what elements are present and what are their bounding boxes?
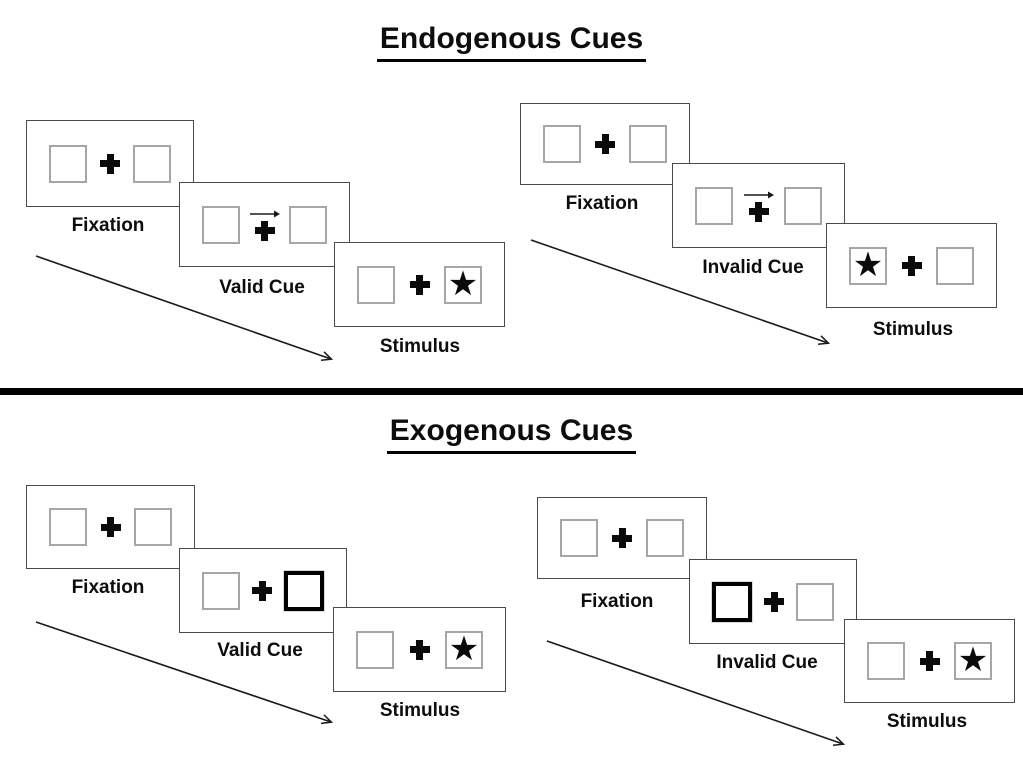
fixation-cross-icon — [254, 220, 275, 241]
right-placeholder-box — [784, 186, 822, 225]
fixation-cross-icon — [595, 134, 615, 154]
fixation-cross-icon — [612, 528, 632, 548]
stimulus-display-card: ★ — [826, 223, 997, 308]
left-placeholder-box — [695, 186, 733, 225]
right-placeholder-box — [936, 246, 974, 285]
stage-label-stimulus: Stimulus — [379, 336, 461, 357]
cue-display-card — [179, 182, 350, 267]
left-placeholder-box — [49, 508, 87, 546]
left-bold-cue-box — [712, 581, 752, 622]
left-placeholder-box — [202, 205, 240, 244]
left-placeholder-box: ★ — [849, 245, 887, 285]
central-cue-stack — [249, 209, 281, 241]
cue-arrow-right-icon — [743, 191, 774, 198]
fixation-display-card — [520, 103, 690, 185]
fixation-cross-icon — [409, 274, 430, 295]
timeline-arrow-icon — [530, 239, 837, 352]
stimulus-display-card: ★ — [333, 607, 506, 692]
right-placeholder-box — [133, 144, 171, 183]
fixation-cross-icon — [100, 517, 121, 537]
section-divider — [0, 388, 1023, 395]
stage-label-fixation: Fixation — [580, 591, 654, 612]
fixation-cross-icon — [919, 651, 940, 671]
section-title-endogenous: Endogenous Cues — [0, 22, 1023, 62]
right-bold-cue-box — [284, 570, 324, 611]
left-placeholder-box — [560, 519, 598, 557]
right-placeholder-box — [134, 508, 172, 546]
timeline-arrow-icon — [35, 621, 340, 731]
fixation-cross-icon — [409, 639, 430, 660]
section-title-text: Exogenous Cues — [386, 414, 637, 454]
stage-label-fixation: Fixation — [565, 193, 639, 214]
star-stimulus-icon: ★ — [957, 641, 989, 679]
fixation-cross-icon — [764, 591, 784, 612]
stage-label-stimulus: Stimulus — [379, 700, 461, 721]
stage-label-cue: Valid Cue — [219, 277, 305, 298]
central-cue-stack — [743, 190, 775, 222]
right-placeholder-box — [289, 205, 327, 244]
left-placeholder-box — [543, 125, 581, 163]
right-placeholder-box — [646, 519, 684, 557]
star-stimulus-icon: ★ — [447, 264, 479, 303]
right-placeholder-box: ★ — [444, 264, 482, 304]
stimulus-display-card: ★ — [334, 242, 505, 327]
section-title-text: Endogenous Cues — [376, 22, 647, 62]
right-placeholder-box — [629, 125, 667, 163]
timeline-arrow-icon — [35, 255, 340, 368]
fixation-cross-icon — [100, 153, 120, 174]
fixation-display-card — [26, 120, 194, 207]
stage-label-stimulus: Stimulus — [872, 319, 954, 340]
cue-display-card — [689, 559, 857, 644]
fixation-display-card — [537, 497, 707, 579]
left-placeholder-box — [356, 630, 394, 669]
timeline-arrow-icon — [546, 640, 855, 752]
star-stimulus-icon: ★ — [852, 245, 884, 284]
fixation-cross-icon — [252, 580, 272, 601]
stimulus-display-card: ★ — [844, 619, 1015, 703]
stage-label-stimulus: Stimulus — [886, 711, 968, 732]
stage-label-cue: Valid Cue — [217, 640, 303, 661]
star-stimulus-icon: ★ — [448, 629, 480, 668]
right-placeholder-box — [796, 582, 834, 621]
stage-label-fixation: Fixation — [71, 577, 145, 598]
left-placeholder-box — [49, 144, 87, 183]
left-placeholder-box — [867, 642, 905, 680]
right-placeholder-box: ★ — [445, 629, 483, 669]
fixation-display-card — [26, 485, 195, 569]
section-title-exogenous: Exogenous Cues — [0, 414, 1023, 454]
left-placeholder-box — [357, 265, 395, 304]
cue-arrow-right-icon — [249, 210, 280, 217]
stage-label-fixation: Fixation — [71, 215, 145, 236]
fixation-cross-icon — [901, 255, 922, 276]
stage-label-cue: Invalid Cue — [716, 652, 818, 673]
right-placeholder-box: ★ — [954, 642, 992, 680]
cue-display-card — [179, 548, 347, 633]
fixation-cross-icon — [748, 201, 769, 222]
left-placeholder-box — [202, 571, 240, 610]
stage-label-cue: Invalid Cue — [702, 257, 804, 278]
cue-display-card — [672, 163, 845, 248]
